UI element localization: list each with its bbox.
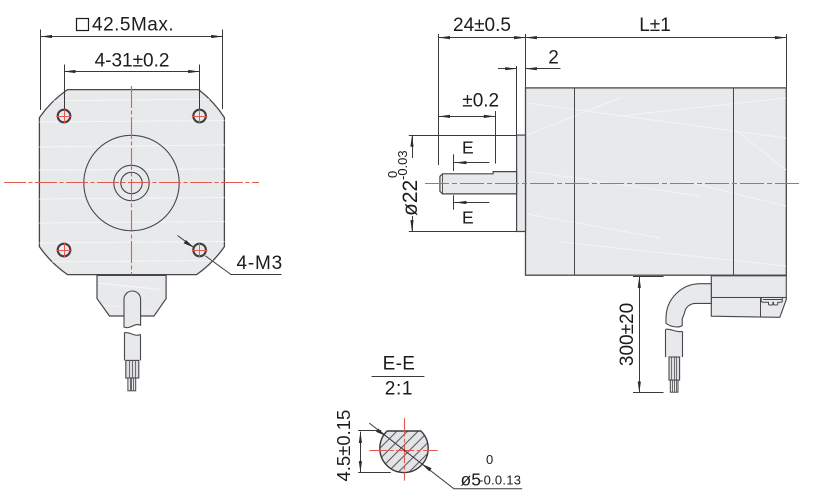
- svg-text:ø5: ø5: [461, 470, 481, 490]
- svg-text:E: E: [462, 208, 474, 228]
- svg-text:0: 0: [486, 452, 493, 467]
- svg-text:-0.0.13: -0.0.13: [479, 473, 521, 488]
- svg-text:4-31±0.2: 4-31±0.2: [95, 51, 170, 72]
- svg-text:4.5±0.15: 4.5±0.15: [333, 410, 354, 482]
- svg-text:E-E: E-E: [383, 354, 416, 375]
- svg-text:±0.2: ±0.2: [462, 91, 499, 112]
- svg-text:24±0.5: 24±0.5: [453, 15, 511, 36]
- svg-text:0: 0: [385, 171, 400, 178]
- svg-text:42.5Max.: 42.5Max.: [92, 15, 174, 36]
- svg-text:E: E: [462, 138, 474, 158]
- svg-text:L±1: L±1: [639, 15, 671, 36]
- svg-text:ø22: ø22: [399, 180, 422, 216]
- svg-text:-0.03: -0.03: [395, 150, 410, 180]
- svg-text:300±20: 300±20: [617, 303, 638, 366]
- svg-text:2:1: 2:1: [385, 379, 413, 400]
- svg-text:4-M3: 4-M3: [237, 253, 284, 274]
- svg-text:2: 2: [548, 48, 559, 69]
